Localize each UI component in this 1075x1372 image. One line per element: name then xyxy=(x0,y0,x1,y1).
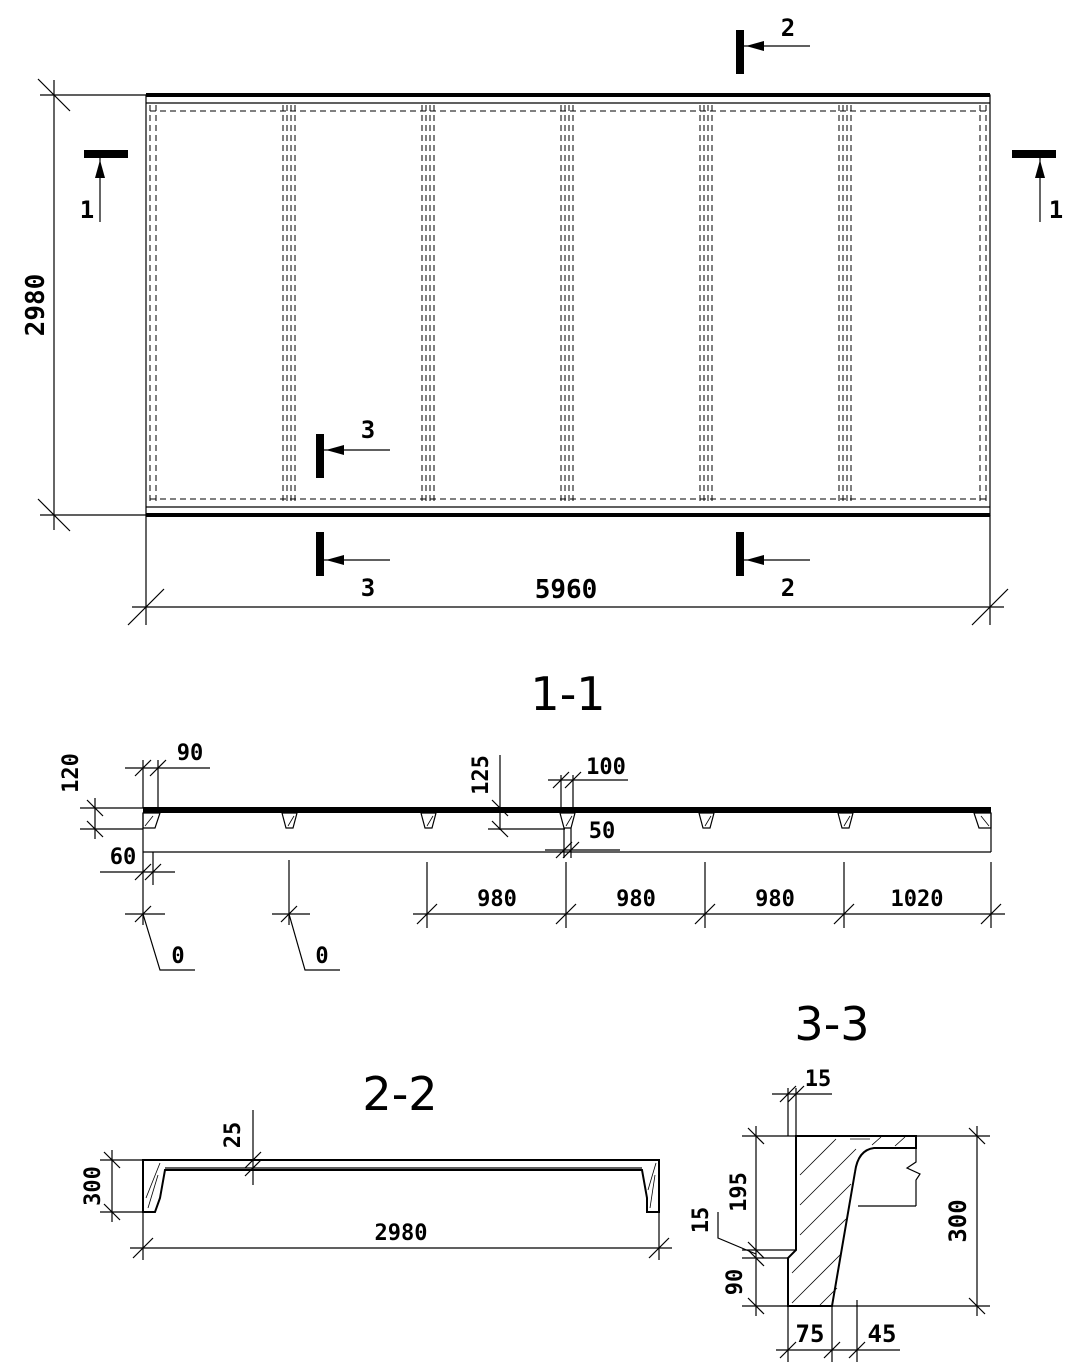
section-2-2-dim-2980: 2980 xyxy=(130,1212,672,1260)
svg-text:125: 125 xyxy=(469,755,494,795)
section-1-1-title: 1-1 xyxy=(530,667,605,721)
section-mark-1-left: 1 xyxy=(80,150,128,224)
plan-transverse-rib-2 xyxy=(421,105,435,505)
svg-text:0: 0 xyxy=(315,944,328,969)
section-mark-2-bottom: 2 xyxy=(736,532,810,602)
section-1-1-dim-60: 60 xyxy=(100,845,175,885)
plan-transverse-rib-1 xyxy=(282,105,296,505)
section-3-3-break-mark xyxy=(905,1148,921,1206)
section-1-1-rib-2 xyxy=(420,812,437,829)
section-mark-3-inner: 3 xyxy=(316,416,390,478)
section-1-1-rib-3 xyxy=(559,812,576,829)
svg-text:300: 300 xyxy=(81,1166,106,1206)
plan-view: 2980 5960 1 1 2 xyxy=(21,14,1063,626)
section-1-1-rib-1 xyxy=(281,812,298,829)
svg-text:90: 90 xyxy=(177,741,204,766)
section-1-1-dim-50: 50 xyxy=(545,819,620,859)
section-mark-1-right: 1 xyxy=(1012,150,1063,224)
section-3-3-dim-15-top: 15 xyxy=(772,1067,832,1136)
svg-text:2: 2 xyxy=(781,574,795,602)
svg-text:3: 3 xyxy=(361,574,375,602)
section-1-1-rib-4 xyxy=(698,812,715,829)
svg-text:45: 45 xyxy=(868,1320,897,1348)
plan-height-label: 2980 xyxy=(21,274,51,337)
svg-text:75: 75 xyxy=(796,1320,825,1348)
section-2-2-dim-300: 300 xyxy=(81,1150,143,1222)
section-1-1-zero-marker-a: 0 xyxy=(125,885,195,971)
svg-text:1: 1 xyxy=(80,196,94,224)
section-mark-2-top: 2 xyxy=(736,14,810,74)
svg-text:2980: 2980 xyxy=(375,1221,428,1246)
section-2-2-dim-25: 25 xyxy=(221,1110,262,1185)
plan-height-dimension: 2980 xyxy=(21,78,146,532)
svg-text:100: 100 xyxy=(586,755,626,780)
plan-end-rib-right xyxy=(979,105,987,505)
section-1-1-zero-marker-b: 0 xyxy=(272,860,340,971)
svg-text:90: 90 xyxy=(723,1269,748,1296)
section-1-1-end-rib-right xyxy=(973,812,992,829)
section-mark-3-bottom: 3 xyxy=(316,532,390,602)
svg-text:25: 25 xyxy=(221,1122,246,1149)
section-1-1-end-rib-left xyxy=(142,812,161,829)
plan-width-dimension: 5960 xyxy=(127,515,1009,626)
span-label-2: 980 xyxy=(616,887,656,912)
section-3-3-bottom-dimensions: 75 45 xyxy=(776,1300,900,1362)
span-label-3: 980 xyxy=(755,887,795,912)
section-1-1: 1-1 120 90 xyxy=(59,667,1005,971)
svg-text:50: 50 xyxy=(589,819,616,844)
section-1-1-dim-100: 100 xyxy=(548,755,628,808)
plan-transverse-rib-3 xyxy=(560,105,574,505)
span-label-1: 980 xyxy=(477,887,517,912)
svg-text:0: 0 xyxy=(171,944,184,969)
section-1-1-rib-5 xyxy=(837,812,854,829)
section-2-2-title: 2-2 xyxy=(362,1067,437,1121)
section-2-2-hatching xyxy=(145,1162,657,1209)
section-1-1-slab xyxy=(143,807,991,813)
svg-text:300: 300 xyxy=(944,1199,972,1242)
svg-text:60: 60 xyxy=(110,845,137,870)
section-1-1-dim-120: 120 xyxy=(59,753,143,839)
plan-width-label: 5960 xyxy=(535,575,598,605)
svg-text:2: 2 xyxy=(781,14,795,42)
plan-end-rib-left xyxy=(149,105,157,505)
section-1-1-dim-90: 90 xyxy=(125,741,210,808)
plan-outline xyxy=(145,94,991,516)
section-1-1-span-dimensions: 980 980 980 1020 xyxy=(413,862,1005,928)
section-3-3: 3-3 15 xyxy=(689,997,990,1362)
section-3-3-dim-300: 300 xyxy=(832,1126,990,1316)
svg-text:15: 15 xyxy=(805,1067,832,1092)
svg-text:15: 15 xyxy=(689,1207,714,1234)
section-3-3-hatching xyxy=(791,1136,906,1306)
span-label-4: 1020 xyxy=(891,887,944,912)
plan-transverse-rib-5 xyxy=(838,105,852,505)
svg-text:120: 120 xyxy=(59,753,84,793)
svg-text:195: 195 xyxy=(727,1172,752,1212)
section-3-3-profile xyxy=(787,1135,917,1307)
plan-transverse-rib-4 xyxy=(699,105,713,505)
section-3-3-left-dimensions: 195 15 90 xyxy=(689,1126,796,1316)
section-3-3-title: 3-3 xyxy=(794,997,869,1051)
svg-text:3: 3 xyxy=(361,416,375,444)
section-2-2-profile xyxy=(142,1159,660,1213)
svg-text:1: 1 xyxy=(1049,196,1063,224)
section-1-1-dim-125: 125 xyxy=(469,755,565,838)
section-2-2: 2-2 300 25 xyxy=(81,1067,672,1260)
